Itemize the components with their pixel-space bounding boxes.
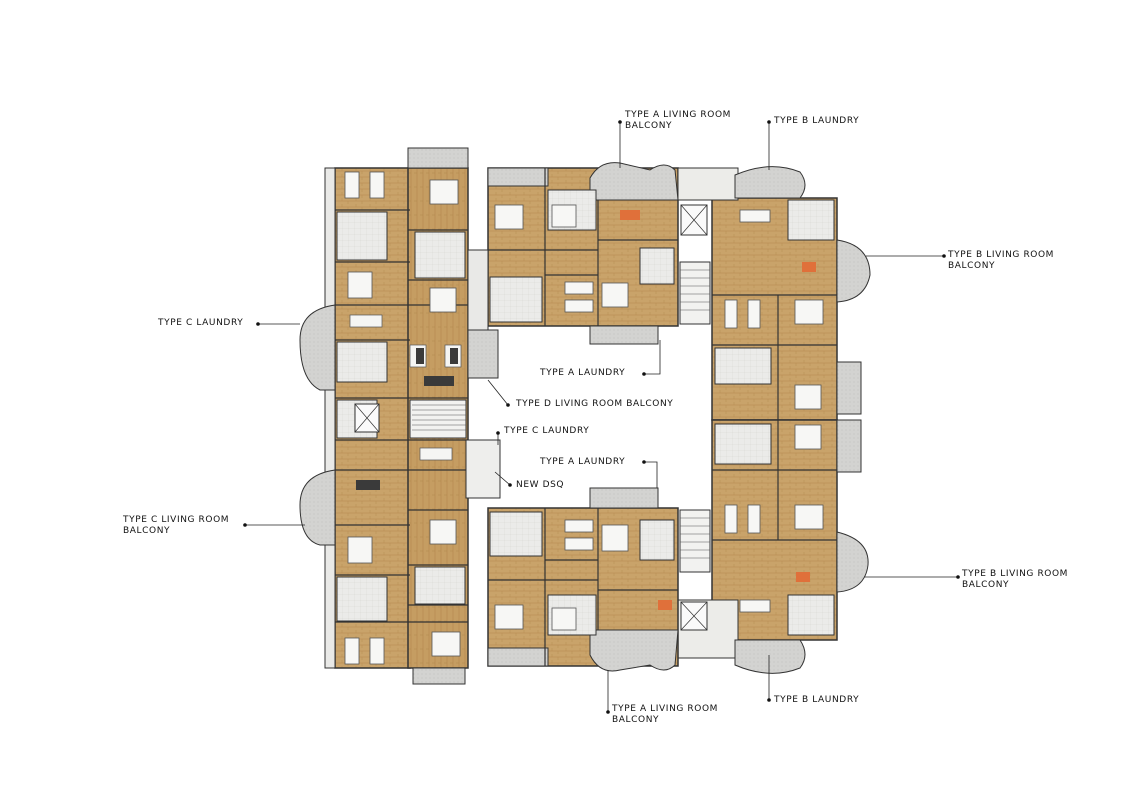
label-line-1: TYPE C LIVING ROOM (123, 515, 230, 525)
label-type-a-laundry-lower: TYPE A LAUNDRY (540, 457, 626, 467)
leader-lines (245, 122, 958, 712)
wing-top (467, 162, 711, 379)
label-type-a-living-bottom: TYPE A LIVING ROOM BALCONY (612, 704, 718, 726)
label-type-c-laundry-left: TYPE C LAUNDRY (158, 318, 244, 328)
label-line-1: TYPE A LIVING ROOM (612, 704, 719, 714)
label-line-2: BALCONY (948, 261, 996, 271)
label-type-b-living-top: TYPE B LIVING ROOM BALCONY (948, 250, 1054, 272)
label-type-c-living: TYPE C LIVING ROOM BALCONY (123, 515, 229, 537)
label-type-b-living-bottom: TYPE B LIVING ROOM BALCONY (962, 569, 1068, 591)
label-type-a-living-top: TYPE A LIVING ROOM BALCONY (625, 110, 731, 132)
wing-bottom (465, 439, 711, 672)
label-type-d-living: TYPE D LIVING ROOM BALCONY (516, 399, 674, 409)
label-line-1: TYPE A LIVING ROOM (625, 110, 732, 120)
label-line-1: TYPE B LIVING ROOM (962, 569, 1069, 579)
wing-right (677, 166, 871, 674)
label-line-1: TYPE B LIVING ROOM (948, 250, 1055, 260)
label-line-2: BALCONY (962, 580, 1010, 590)
label-line-2: BALCONY (625, 121, 673, 131)
label-type-a-laundry-upper: TYPE A LAUNDRY (540, 368, 626, 378)
label-new-dsq: NEW DSQ (516, 480, 565, 490)
label-type-b-laundry-top: TYPE B LAUNDRY (774, 116, 860, 126)
label-type-c-laundry-center: TYPE C LAUNDRY (504, 426, 590, 436)
wing-left (299, 147, 469, 685)
label-line-2: BALCONY (123, 526, 171, 536)
label-type-b-laundry-bottom: TYPE B LAUNDRY (774, 695, 860, 705)
label-line-2: BALCONY (612, 715, 660, 725)
